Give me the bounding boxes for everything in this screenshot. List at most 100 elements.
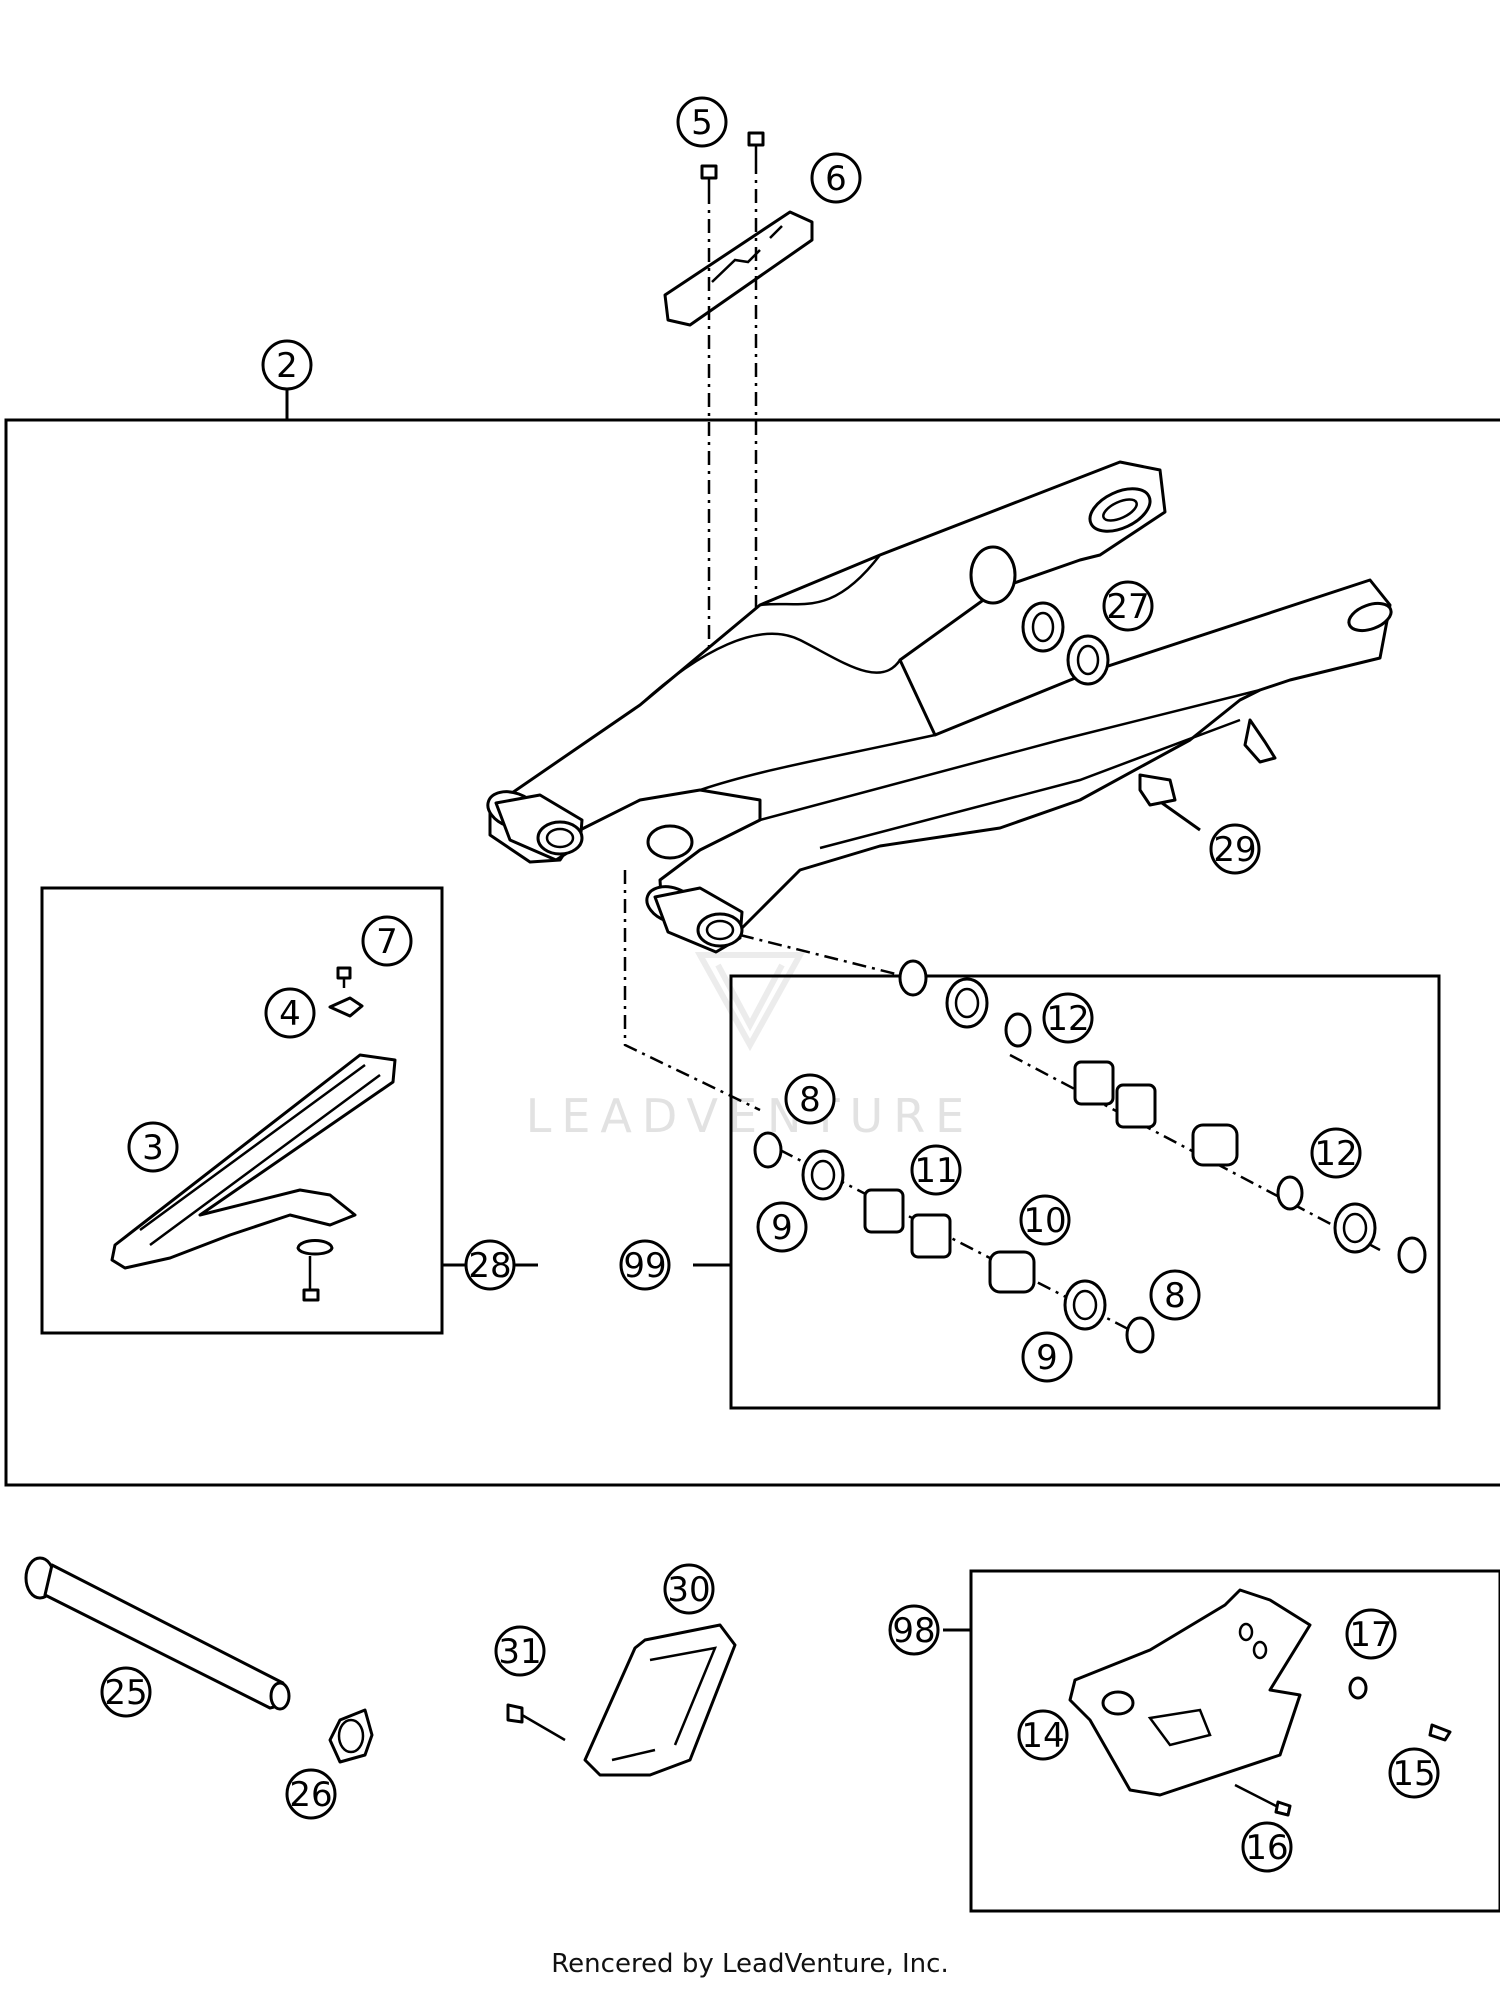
bearing-kit-lower-row [753,1131,1155,1354]
swingarm-assembly-box [4,418,1500,1487]
callout-label: 2 [276,346,298,386]
callout-label: 29 [1213,830,1256,870]
callout-label: 4 [279,994,301,1034]
callout-circle [261,339,313,391]
callout-circle [1017,1709,1069,1761]
callout-label: 16 [1245,1828,1288,1868]
callout-circle [285,1768,337,1820]
callout-6: 6 [810,152,862,204]
callout-9a: 9 [756,1201,808,1253]
chain-guide-part [663,210,814,327]
callout-label: 12 [1314,1134,1357,1174]
callout-16: 16 [1241,1821,1293,1873]
alignment-line [739,933,901,977]
callout-circle [1241,1821,1293,1873]
callout-12b: 12 [1310,1127,1362,1179]
callout-10: 10 [1019,1194,1071,1246]
callout-label: 7 [376,922,398,962]
watermark-logo [694,952,806,1052]
callout-label: 17 [1349,1615,1392,1655]
callout-7: 7 [361,915,413,967]
callout-label: 8 [799,1080,821,1120]
callout-31: 31 [494,1625,546,1677]
callout-circle [619,1239,671,1291]
callout-circle [663,1563,715,1615]
callout-circle [264,987,316,1039]
callout-circle [1310,1127,1362,1179]
callout-8a: 8 [784,1073,836,1125]
chain-slider-part [110,1053,397,1270]
callout-circle [1209,823,1261,875]
callout-label: 9 [1036,1338,1058,1378]
callout-circle [1021,1331,1073,1383]
callout-27: 27 [1102,580,1154,632]
callout-circle [810,152,862,204]
callout-circle [494,1625,546,1677]
callout-3: 3 [127,1121,179,1173]
callout-label: 25 [104,1673,147,1713]
callout-circle [756,1201,808,1253]
callout-label: 26 [289,1775,332,1815]
alignment-line [623,870,761,1112]
screw-part [700,131,765,190]
chain-slider-box [40,886,444,1335]
callout-26: 26 [285,1768,337,1820]
callout-11: 11 [910,1144,962,1196]
callout-15: 15 [1388,1747,1440,1799]
plug-part [1021,601,1110,686]
callout-9b: 9 [1021,1331,1073,1383]
guide-bolt-part [1234,1783,1292,1817]
callout-30: 30 [663,1563,715,1615]
bearing-kit-upper-row [898,959,1427,1274]
callout-circle [1019,1194,1071,1246]
callout-circle [676,96,728,148]
callout-label: 14 [1021,1716,1064,1756]
callout-4: 4 [264,987,316,1039]
callout-label: 6 [825,159,847,199]
callout-14: 14 [1017,1709,1069,1761]
swingarm-part [486,460,1393,954]
callout-label: 15 [1392,1754,1435,1794]
callout-17: 17 [1345,1608,1397,1660]
callout-label: 11 [914,1151,957,1191]
callout-circle [1042,992,1094,1044]
callout-label: 9 [771,1208,793,1248]
callout-circle [127,1121,179,1173]
callout-circle [1102,580,1154,632]
chain-guide-box [969,1569,1500,1913]
callout-29: 29 [1209,823,1261,875]
callout-25: 25 [100,1666,152,1718]
callout-circle [100,1666,152,1718]
attribution-text: Rencered by LeadVenture, Inc. [551,1949,948,1979]
callout-circle [784,1073,836,1125]
callout-12a: 12 [1042,992,1094,1044]
callout-8b: 8 [1149,1269,1201,1321]
callout-label: 31 [498,1632,541,1672]
callout-label: 10 [1023,1201,1066,1241]
callout-label: 28 [468,1246,511,1286]
guard-screw-part [506,1703,566,1742]
callout-28: 28 [464,1239,516,1291]
callout-label: 27 [1106,587,1149,627]
callout-label: 98 [892,1611,935,1651]
guide-screw-part [1428,1723,1452,1742]
watermark-text: LEADVENTURE [526,1089,975,1143]
callout-circle [361,915,413,967]
callout-circle [1149,1269,1201,1321]
leader-29 [1161,801,1201,832]
callout-circle [888,1604,940,1656]
callout-label: 5 [691,103,713,143]
callout-circle [1345,1608,1397,1660]
callout-5: 5 [676,96,728,148]
callout-label: 8 [1164,1276,1186,1316]
chain-guard-part [583,1623,737,1777]
callout-99: 99 [619,1239,671,1291]
chain-guide-lower-part [1068,1588,1312,1797]
axle-part [24,1556,291,1711]
callout-label: 99 [623,1246,666,1286]
callout-2: 2 [261,339,313,391]
axle-nut-part [328,1708,374,1764]
callout-98: 98 [888,1604,940,1656]
callout-circle [910,1144,962,1196]
